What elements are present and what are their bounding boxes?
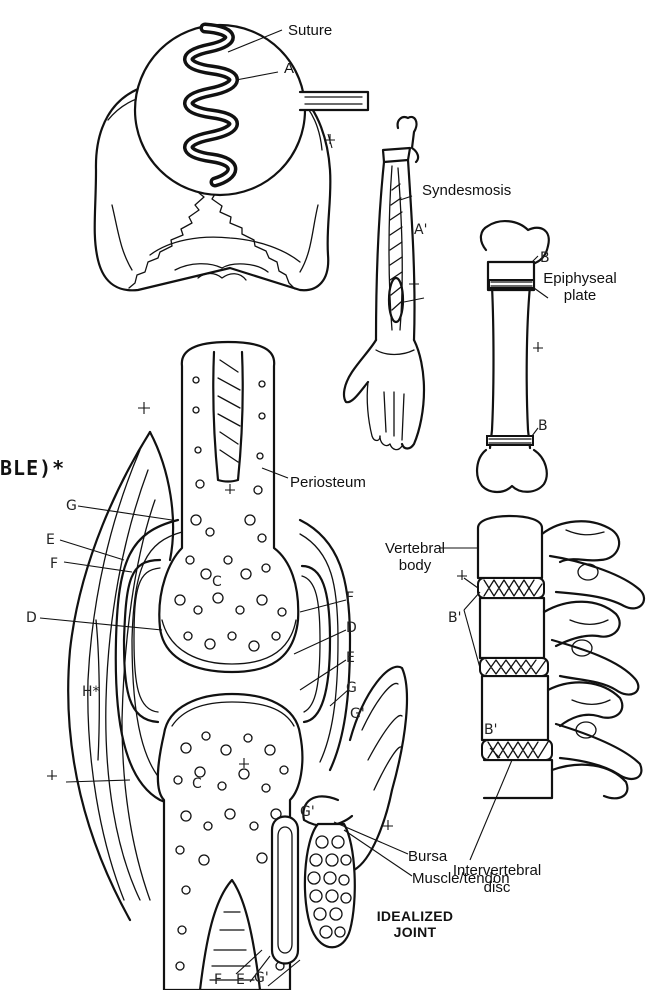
label-f-bottom: F [214,972,222,989]
label-e-right: E [346,650,355,667]
label-g-left: G [66,498,77,515]
intervertebral-disc-1 [478,578,544,598]
skull-illustration [95,25,368,290]
label-b-top: B [540,250,550,267]
idealized-joint-illustration [40,342,412,990]
label-f-left: F [50,556,58,573]
label-epiphyseal-plate-line2: plate [530,287,630,304]
label-e-left: E [46,532,55,549]
label-b-prime-lower: B' [484,722,497,739]
long-bone-illustration [477,221,549,492]
label-g-right: G [346,680,357,697]
label-f-right: F [346,590,354,607]
label-g-prime-mid: G' [300,804,315,821]
label-suture: Suture [288,22,332,39]
forearm-illustration [344,117,424,450]
label-syndesmosis: Syndesmosis [422,182,511,199]
label-intervertebral-line2: disc [432,879,562,896]
label-e-bottom: E [236,972,245,989]
label-h-star: H* [82,684,100,701]
label-periosteum: Periosteum [290,474,366,491]
label-a: A [284,60,294,77]
label-vertebral-body-line2: body [370,557,460,574]
label-idealized-line1: IDEALIZED [360,908,470,925]
label-d-right: D [346,620,357,637]
label-g-prime-right: G' [350,706,365,723]
label-a-prime: A' [414,222,427,239]
label-b-bottom: B [538,418,548,435]
label-epiphyseal-plate-line1: Epiphyseal [530,270,630,287]
label-idealized-line2: JOINT [360,924,470,941]
label-g-prime-bottom: G' [254,970,269,987]
label-d-left: D [26,610,37,627]
intervertebral-disc-2 [480,658,548,676]
label-partial-heading: BLE)* [0,460,65,477]
label-vertebral-body-line1: Vertebral [370,540,460,557]
label-c-lower: C [192,776,202,793]
label-intervertebral-line1: Intervertebral [432,862,562,879]
vertebrae-illustration [440,516,644,860]
label-b-prime-upper: B' [448,610,461,627]
label-c-upper: C [212,574,222,591]
